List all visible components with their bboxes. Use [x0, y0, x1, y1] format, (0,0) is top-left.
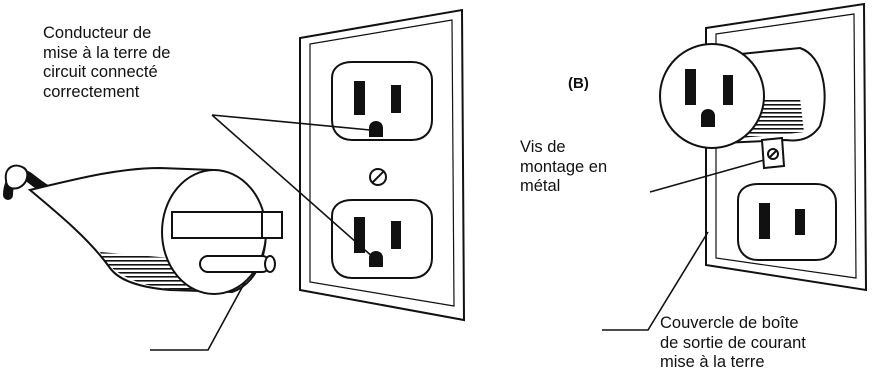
ground-hole-leader-lower: [211, 114, 375, 259]
ground-pin-leader-line: [150, 281, 246, 351]
mounting-screw-leader-line: [649, 159, 765, 193]
plug-ground-pin: [199, 255, 271, 273]
duplex-receptacle-plate: [299, 8, 466, 322]
grounding-conductor-label: Conducteur de mise à la terre de circuit…: [43, 24, 171, 101]
panel-b-lower-outlet: [737, 183, 837, 261]
plug-blade: [171, 211, 283, 239]
panel-b-label: (B): [568, 75, 589, 92]
mounting-screw-label: Vis de montage en métal: [520, 138, 608, 195]
ground-hole-leader-upper: [211, 114, 371, 131]
adapter-face: [659, 43, 765, 149]
three-prong-plug: [3, 164, 283, 295]
box-cover-leader-line: [602, 231, 709, 331]
box-cover-label: Couvercle de boîte de sortie de courant …: [660, 314, 806, 371]
grounded-box-cover: [659, 2, 868, 292]
